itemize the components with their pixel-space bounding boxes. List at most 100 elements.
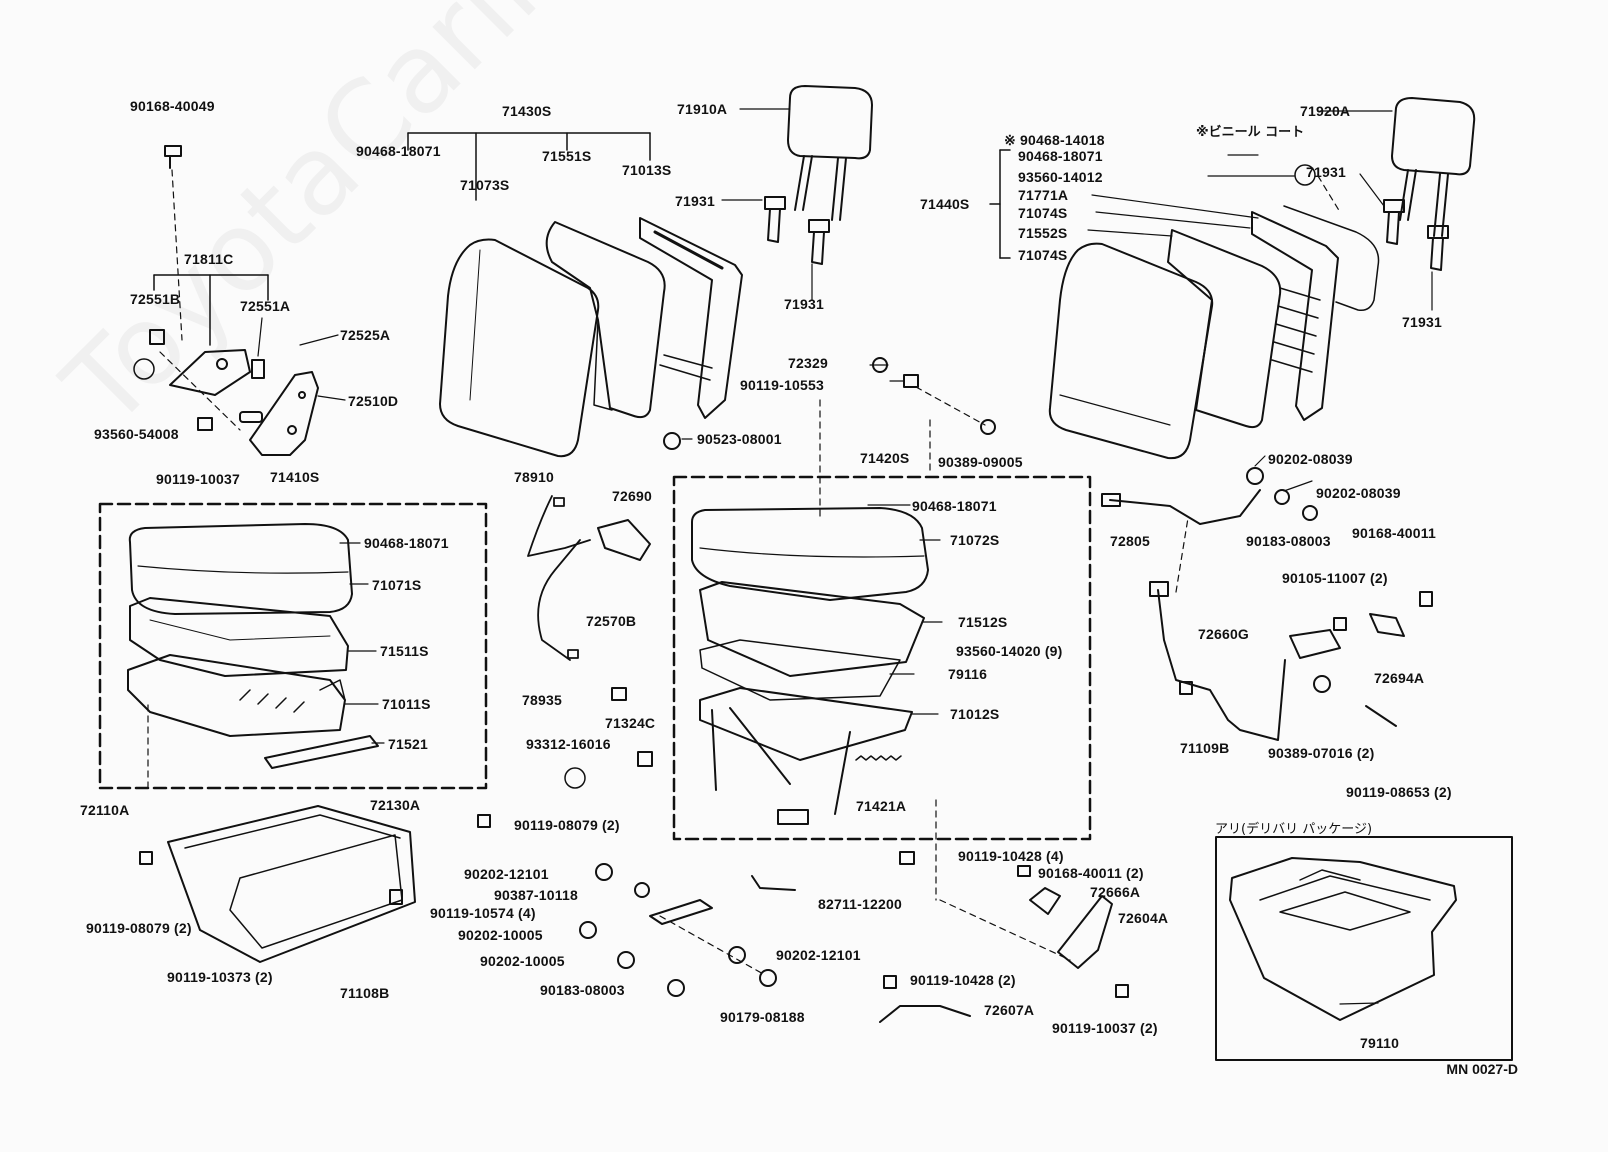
option-box-title: アリ(デリバリ パッケージ) [1215, 822, 1373, 837]
part-label: 72604A [1118, 910, 1169, 926]
bracket-72604A-shape [1057, 895, 1113, 969]
symbol-S-right [1294, 164, 1316, 186]
part-label: 90119-10037 [156, 471, 240, 487]
part-label: 72551B [130, 291, 181, 307]
part-label: 71430S [502, 103, 552, 119]
vinyl-coat-note: ※ビニール コート [1196, 125, 1305, 140]
part-label: 72690 [612, 488, 652, 504]
part-label: 90119-08079 (2) [514, 817, 620, 833]
headrest-right-shape [1391, 97, 1476, 237]
part-label: 72660G [1198, 626, 1250, 642]
bracket-71430S [407, 132, 651, 201]
seat-cushion-center-frame [672, 475, 1092, 841]
bolt-90119-08653-shape [1365, 705, 1397, 727]
part-label: 71511S [380, 643, 429, 659]
part-label: 72510D [348, 393, 399, 409]
part-label: 71420S [860, 450, 910, 466]
seatback-right-pad-shape [1167, 229, 1282, 429]
bracket-72694A-shape [1369, 613, 1405, 637]
part-label: 71931 [784, 296, 824, 312]
headrest-guide-right-a [1383, 199, 1405, 245]
part-label: 90523-08001 [697, 431, 782, 447]
part-label: 90168-40011 (2) [1038, 865, 1144, 881]
headrest-guide-right-b [1427, 225, 1449, 271]
pad-71511S-shape [129, 597, 349, 677]
rod-82711-shape [751, 875, 796, 891]
part-label: 90202-12101 [776, 947, 861, 963]
part-label: 90468-18071 [1018, 148, 1103, 164]
frame-71012S-shape [699, 687, 913, 825]
part-label: 71013S [622, 162, 672, 178]
part-label: 71012S [950, 706, 1000, 722]
harness-72805-shape [1101, 489, 1261, 525]
part-label: 71931 [1306, 164, 1346, 180]
seat-cushion-left-frame [98, 502, 488, 790]
storage-box-79110-shape [1229, 857, 1457, 1021]
part-label: 72570B [586, 613, 637, 629]
leader-lines [257, 108, 1433, 1005]
seatback-71551S-shape [545, 221, 666, 419]
bracket-72690-shape [597, 519, 651, 561]
part-label: 93312-16016 [526, 736, 611, 752]
part-label: 72694A [1374, 670, 1425, 686]
part-label: 71324C [605, 715, 656, 731]
part-label: 72607A [984, 1002, 1035, 1018]
part-label: 71109B [1180, 740, 1230, 756]
part-label: 71771A [1018, 187, 1069, 203]
part-label: 72666A [1090, 884, 1141, 900]
part-label: 71421A [856, 798, 907, 814]
strap-72607A-shape [879, 1005, 971, 1023]
part-label: 90168-40049 [130, 98, 215, 114]
nut-90523-08001-shape [663, 432, 681, 450]
part-label: 93560-14012 [1018, 169, 1103, 185]
part-label: 71071S [372, 577, 422, 593]
track-71108B-shape [139, 805, 491, 963]
part-label: 90119-10428 (2) [910, 972, 1016, 988]
part-label: 71108B [340, 985, 390, 1001]
part-label: 72130A [370, 797, 421, 813]
part-label: 71551S [542, 148, 592, 164]
part-label: 90389-09005 [938, 454, 1023, 470]
part-label: 90387-10118 [494, 887, 578, 903]
part-label: 71073S [460, 177, 510, 193]
strip-71521-shape [264, 735, 379, 769]
nut-90389-09005-shape [980, 419, 996, 435]
part-label: 71011S [382, 696, 431, 712]
part-label: 82711-12200 [818, 896, 902, 912]
part-label: 90468-18071 [912, 498, 997, 514]
part-label: 71552S [1018, 225, 1068, 241]
part-label: 72525A [340, 327, 391, 343]
part-label: 93560-54008 [94, 426, 179, 442]
plate-90387-shape [649, 899, 713, 925]
part-label: 72805 [1110, 533, 1150, 549]
part-label: 71410S [270, 469, 320, 485]
bracket-72660G-shape [1289, 629, 1341, 659]
part-label: 90202-12101 [464, 866, 549, 882]
diagram-code: MN 0027-D [1446, 1061, 1518, 1077]
seatback-frame-71013S-shape [639, 217, 743, 419]
vinyl-cover-shape [1283, 205, 1380, 312]
headrest-guide-left-b [808, 219, 830, 265]
leader-dash-a [171, 169, 183, 341]
part-label: 90183-08003 [1246, 533, 1331, 549]
sheet-79116-shape [699, 639, 901, 701]
leader-dash-b [159, 351, 241, 431]
part-label: 79110 [1360, 1035, 1400, 1051]
part-label: 71931 [1402, 314, 1442, 330]
option-box-frame [1215, 836, 1513, 1061]
part-label: 90389-07016 (2) [1268, 745, 1375, 761]
part-label: 90168-40011 [1352, 525, 1436, 541]
part-label: 90119-08653 (2) [1346, 784, 1452, 800]
symbol-S-center [564, 767, 586, 789]
part-label: 90119-10428 (4) [958, 848, 1064, 864]
part-label: 71074S [1018, 247, 1068, 263]
part-label: 72110A [80, 802, 130, 818]
part-label: 93560-14020 (9) [956, 643, 1063, 659]
part-label: 71074S [1018, 205, 1068, 221]
part-label: 90202-10005 [458, 927, 543, 943]
bracket-72666A-shape [1029, 887, 1061, 915]
part-label: 71521 [388, 736, 428, 752]
clip-78935-shape [611, 687, 627, 701]
seatback-right-front-shape [1048, 242, 1214, 460]
